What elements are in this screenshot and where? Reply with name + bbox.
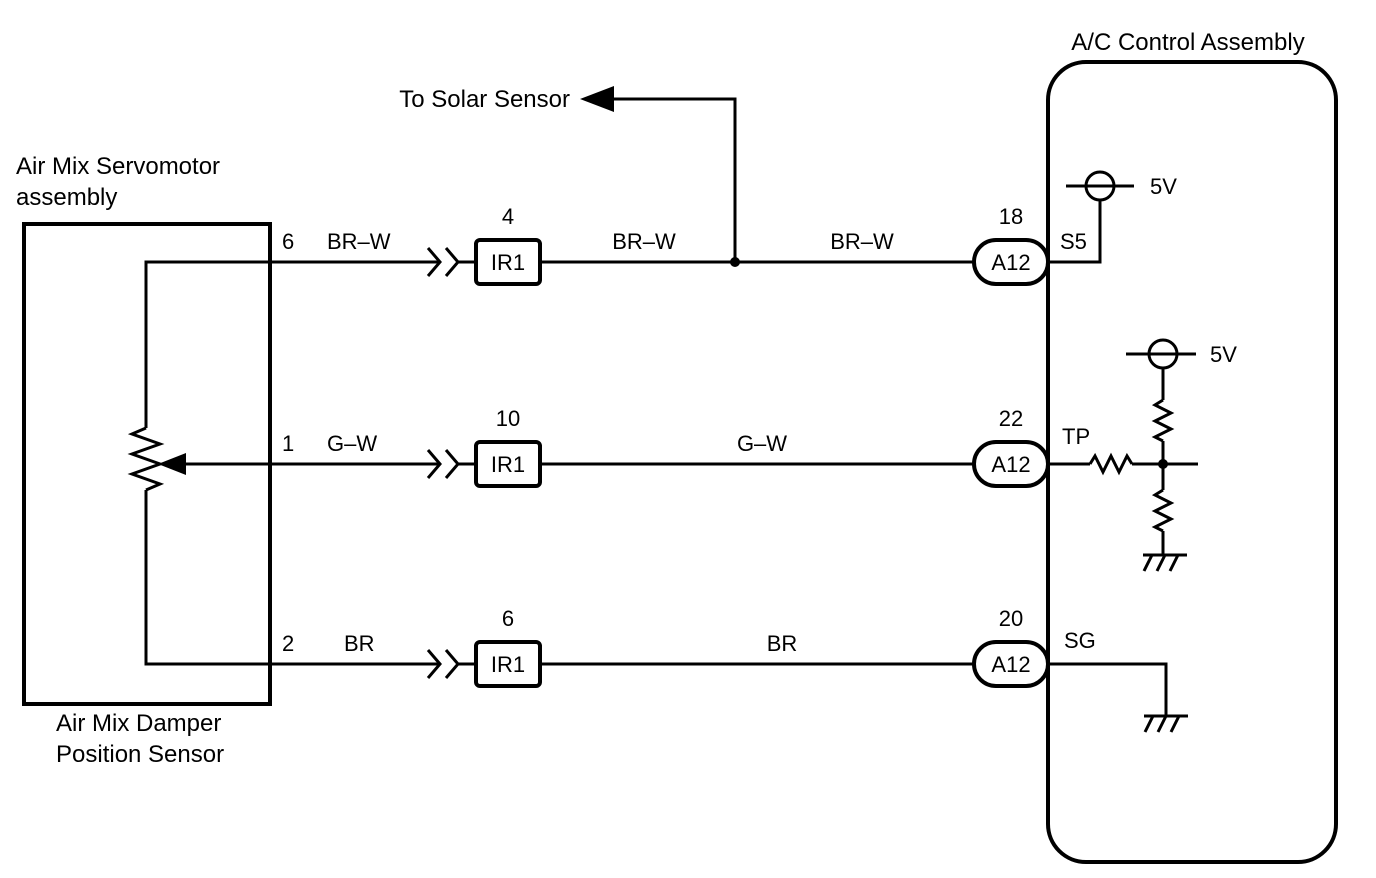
ecu-pin-18: 18 — [999, 204, 1023, 229]
junction-label-2: IR1 — [491, 452, 525, 477]
control-assembly-label: A/C Control Assembly — [1071, 29, 1304, 56]
ac-control-assembly: A/C Control Assembly S5 5V TP 5V SG — [1046, 29, 1338, 864]
ecu-pin-22: 22 — [999, 406, 1023, 431]
circuit-row-3: 2 BR IR1 6 BR A12 20 — [270, 606, 1050, 688]
connector-chevron-icon — [426, 247, 442, 277]
servomotor-label-line1: Air Mix Servomotor — [16, 153, 220, 180]
terminal-sg: SG — [1064, 628, 1096, 653]
wire-color-left-3: BR — [344, 631, 375, 656]
junction-pin-4: 4 — [502, 204, 514, 229]
ground-icon — [1143, 714, 1188, 733]
wire-color-left-2: G–W — [327, 431, 377, 456]
pullup-resistor-icon — [1151, 398, 1175, 443]
solar-sensor-arrow-icon — [580, 86, 614, 112]
wiper-arrow-icon — [158, 453, 186, 475]
connector-chevron-icon — [426, 649, 442, 679]
junction-label-1: IR1 — [491, 250, 525, 275]
servomotor-assembly: Air Mix Servomotor assembly Air Mix Damp… — [16, 153, 272, 768]
pulldown-resistor-icon — [1151, 488, 1175, 533]
supply-5v-label-2: 5V — [1210, 342, 1237, 367]
supply-5v-label-1: 5V — [1150, 174, 1177, 199]
sensor-label-line1: Air Mix Damper — [56, 710, 221, 737]
tp-resistor-icon — [1088, 452, 1134, 476]
ecu-connector-label-1: A12 — [991, 250, 1030, 275]
ecu-connector-label-3: A12 — [991, 652, 1030, 677]
ecu-pin-20: 20 — [999, 606, 1023, 631]
wire-color-mid-3: BR — [767, 631, 798, 656]
sensor-pin-2: 2 — [282, 631, 294, 656]
wire-color-mid-2: G–W — [737, 431, 787, 456]
control-assembly-box — [1046, 60, 1338, 864]
ground-icon — [1142, 553, 1187, 572]
ecu-connector-label-2: A12 — [991, 452, 1030, 477]
wire-color-left-1: BR–W — [327, 229, 391, 254]
servomotor-label-line2: assembly — [16, 184, 117, 211]
sensor-pin-1: 1 — [282, 431, 294, 456]
junction-pin-6: 6 — [502, 606, 514, 631]
connector-chevron-icon — [426, 449, 442, 479]
solar-sensor-label: To Solar Sensor — [399, 86, 570, 113]
potentiometer-symbol — [127, 260, 270, 666]
sensor-pin-6: 6 — [282, 229, 294, 254]
wire-color-right-1: BR–W — [830, 229, 894, 254]
circuit-row-1: 6 BR–W IR1 4 BR–W BR–W To Solar Sensor A… — [270, 86, 1050, 286]
junction-pin-10: 10 — [496, 406, 520, 431]
terminal-s5: S5 — [1060, 229, 1087, 254]
circuit-row-2: 1 G–W IR1 10 G–W A12 22 — [270, 406, 1050, 488]
sensor-label-line2: Position Sensor — [56, 741, 224, 768]
junction-label-3: IR1 — [491, 652, 525, 677]
wire-color-mid-1: BR–W — [612, 229, 676, 254]
terminal-tp: TP — [1062, 424, 1090, 449]
